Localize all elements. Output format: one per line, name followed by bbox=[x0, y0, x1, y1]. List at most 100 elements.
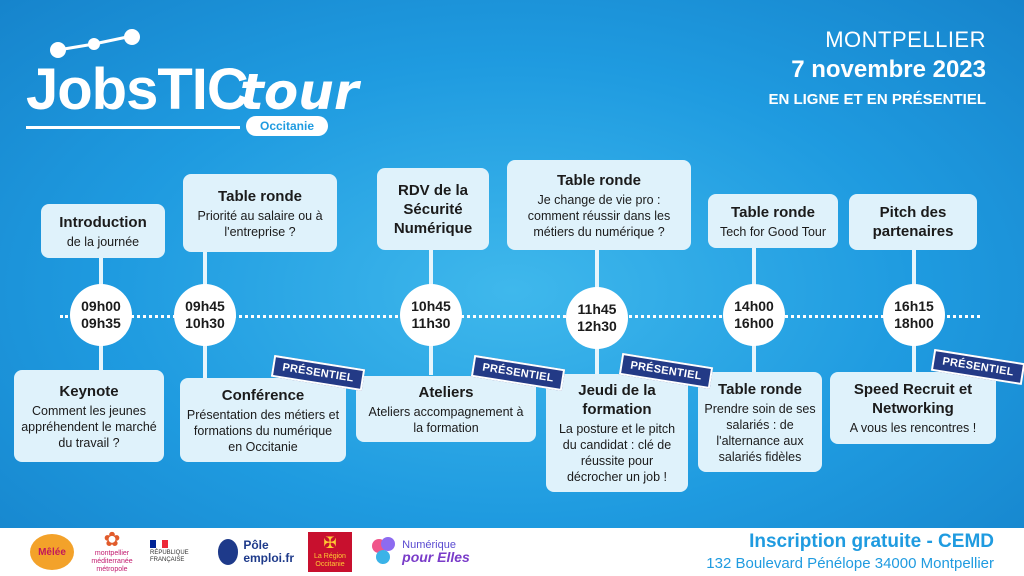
stem bbox=[752, 245, 756, 295]
session-card-bottom-2: Conférence Présentation des métiers et f… bbox=[180, 378, 346, 462]
time-slot-2: 09h45 10h30 bbox=[174, 284, 236, 346]
session-card-top-6: Pitch des partenaires bbox=[849, 194, 977, 250]
poster: JobsTIC tour Occitanie MONTPELLIER 7 nov… bbox=[0, 0, 1024, 528]
time-start: 09h00 bbox=[81, 298, 121, 314]
time-end: 09h35 bbox=[81, 315, 121, 331]
logo-text-block: Pôle emploi.fr bbox=[243, 539, 294, 565]
pole-emploi-logo[interactable]: Pôle emploi.fr bbox=[218, 534, 294, 570]
stem bbox=[912, 248, 916, 295]
session-card-bottom-4: Jeudi de la formation La posture et le p… bbox=[546, 374, 688, 492]
region-occitanie-logo[interactable]: ✠ La Région Occitanie bbox=[308, 532, 352, 572]
session-desc: Présentation des métiers et formations d… bbox=[186, 407, 340, 454]
session-card-bottom-5: Table ronde Prendre soin de ses salariés… bbox=[698, 372, 822, 472]
stem bbox=[203, 250, 207, 295]
session-title: Keynote bbox=[59, 382, 119, 400]
logo-region-badge: Occitanie bbox=[246, 116, 328, 136]
session-title: Ateliers bbox=[418, 383, 474, 401]
logo-text-block: Numérique pour Elles bbox=[402, 539, 470, 565]
flower-icon: ✿ bbox=[103, 529, 121, 551]
montpellier-metropole-logo[interactable]: ✿ montpellier méditerranée métropole bbox=[88, 529, 136, 573]
session-title: Introduction bbox=[59, 213, 147, 231]
logo-text: FRANÇAISE bbox=[150, 557, 185, 563]
venue-address: 132 Boulevard Pénélope 34000 Montpellier bbox=[706, 555, 994, 572]
session-card-top-4: Table ronde Je change de vie pro : comme… bbox=[507, 160, 691, 250]
time-start: 14h00 bbox=[734, 298, 774, 314]
logo-text: métropole bbox=[96, 566, 128, 573]
time-slot-1: 09h00 09h35 bbox=[70, 284, 132, 346]
stem bbox=[99, 255, 103, 295]
time-slot-5: 14h00 16h00 bbox=[723, 284, 785, 346]
stem bbox=[203, 340, 207, 378]
registration-text: Inscription gratuite - CEMD bbox=[749, 531, 994, 552]
session-title: Table ronde bbox=[218, 187, 302, 205]
time-end: 16h00 bbox=[734, 315, 774, 331]
stem bbox=[595, 345, 599, 377]
registration-info: Inscription gratuite - CEMD 132 Boulevar… bbox=[706, 530, 994, 574]
logo-text: pour Elles bbox=[402, 549, 470, 565]
session-title: Speed Recruit et Networking bbox=[853, 381, 973, 417]
logo-text: RÉPUBLIQUE bbox=[150, 550, 189, 556]
time-slot-3: 10h45 11h30 bbox=[400, 284, 462, 346]
stem bbox=[752, 340, 756, 372]
stem bbox=[429, 248, 433, 295]
session-title: Table ronde bbox=[557, 171, 641, 189]
session-card-bottom-6: Speed Recruit et Networking A vous les r… bbox=[830, 372, 996, 444]
logo-text: emploi.fr bbox=[243, 551, 294, 565]
melee-logo-text: Mêlée bbox=[38, 546, 66, 558]
bubbles-icon bbox=[372, 537, 396, 567]
time-start: 09h45 bbox=[185, 298, 225, 314]
footer: Mêlée ✿ montpellier méditerranée métropo… bbox=[0, 528, 1024, 576]
session-card-top-3: RDV de la Sécurité Numérique bbox=[377, 168, 489, 250]
occitan-cross-icon: ✠ bbox=[323, 535, 337, 552]
numerique-pour-elles-logo[interactable]: Numérique pour Elles bbox=[366, 532, 476, 572]
session-card-bottom-3: Ateliers Ateliers accompagnement à la fo… bbox=[356, 376, 536, 442]
session-card-bottom-1: Keynote Comment les jeunes appréhendent … bbox=[14, 370, 164, 462]
session-title: RDV de la Sécurité Numérique bbox=[393, 181, 473, 237]
session-title: Jeudi de la formation bbox=[578, 382, 656, 418]
event-date: 7 novembre 2023 bbox=[791, 56, 986, 83]
time-end: 12h30 bbox=[577, 318, 617, 334]
network-nodes-icon bbox=[50, 29, 140, 58]
session-desc: Tech for Good Tour bbox=[719, 224, 827, 239]
time-start: 11h45 bbox=[577, 301, 617, 317]
logo-text: Pôle bbox=[243, 538, 269, 552]
session-desc: La posture et le pitch du candidat : clé… bbox=[558, 422, 676, 484]
time-end: 11h30 bbox=[411, 315, 451, 331]
jobstic-logo: JobsTIC tour Occitanie bbox=[26, 28, 359, 138]
session-title: Table ronde bbox=[718, 380, 802, 398]
event-mode: EN LIGNE ET EN PRÉSENTIEL bbox=[768, 91, 986, 108]
partner-logos: Mêlée ✿ montpellier méditerranée métropo… bbox=[30, 529, 476, 573]
republique-francaise-logo[interactable]: RÉPUBLIQUE FRANÇAISE bbox=[150, 532, 204, 572]
session-title: Pitch des partenaires bbox=[872, 204, 954, 240]
logo-text: méditerranée bbox=[91, 558, 133, 565]
session-desc: Comment les jeunes appréhendent le march… bbox=[21, 403, 157, 450]
logo-tour: tour bbox=[240, 63, 359, 121]
time-start: 16h15 bbox=[894, 298, 934, 314]
stem bbox=[595, 248, 599, 298]
session-desc: Priorité au salaire ou à l'entreprise ? bbox=[197, 208, 323, 239]
french-flag-icon bbox=[150, 540, 168, 548]
logo-text: La Région bbox=[314, 553, 346, 560]
logo-text: montpellier bbox=[94, 550, 130, 557]
session-card-top-2: Table ronde Priorité au salaire ou à l'e… bbox=[183, 174, 337, 252]
session-desc: Je change de vie pro : comment réussir d… bbox=[527, 192, 671, 239]
session-card-top-5: Table ronde Tech for Good Tour bbox=[708, 194, 838, 248]
session-title: Table ronde bbox=[731, 203, 815, 221]
stem bbox=[99, 340, 103, 375]
session-desc: A vous les rencontres ! bbox=[849, 421, 977, 435]
time-end: 10h30 bbox=[185, 315, 225, 331]
melee-logo[interactable]: Mêlée bbox=[30, 534, 74, 570]
logo-word: JobsTIC bbox=[26, 57, 249, 122]
event-info: MONTPELLIER 7 novembre 2023 EN LIGNE ET … bbox=[768, 26, 986, 112]
time-end: 18h00 bbox=[894, 315, 934, 331]
time-start: 10h45 bbox=[411, 298, 451, 314]
pole-emploi-circle-icon bbox=[218, 539, 239, 565]
session-title: Conférence bbox=[221, 386, 305, 404]
logo-text: Occitanie bbox=[315, 561, 345, 568]
session-desc: de la journée bbox=[66, 234, 140, 249]
session-desc: Prendre soin de ses salariés : de l'alte… bbox=[704, 401, 816, 464]
logo-text: Numérique bbox=[402, 539, 456, 551]
event-city: MONTPELLIER bbox=[825, 27, 986, 52]
session-desc: Ateliers accompagnement à la formation bbox=[368, 404, 524, 435]
time-slot-4: 11h45 12h30 bbox=[566, 287, 628, 349]
